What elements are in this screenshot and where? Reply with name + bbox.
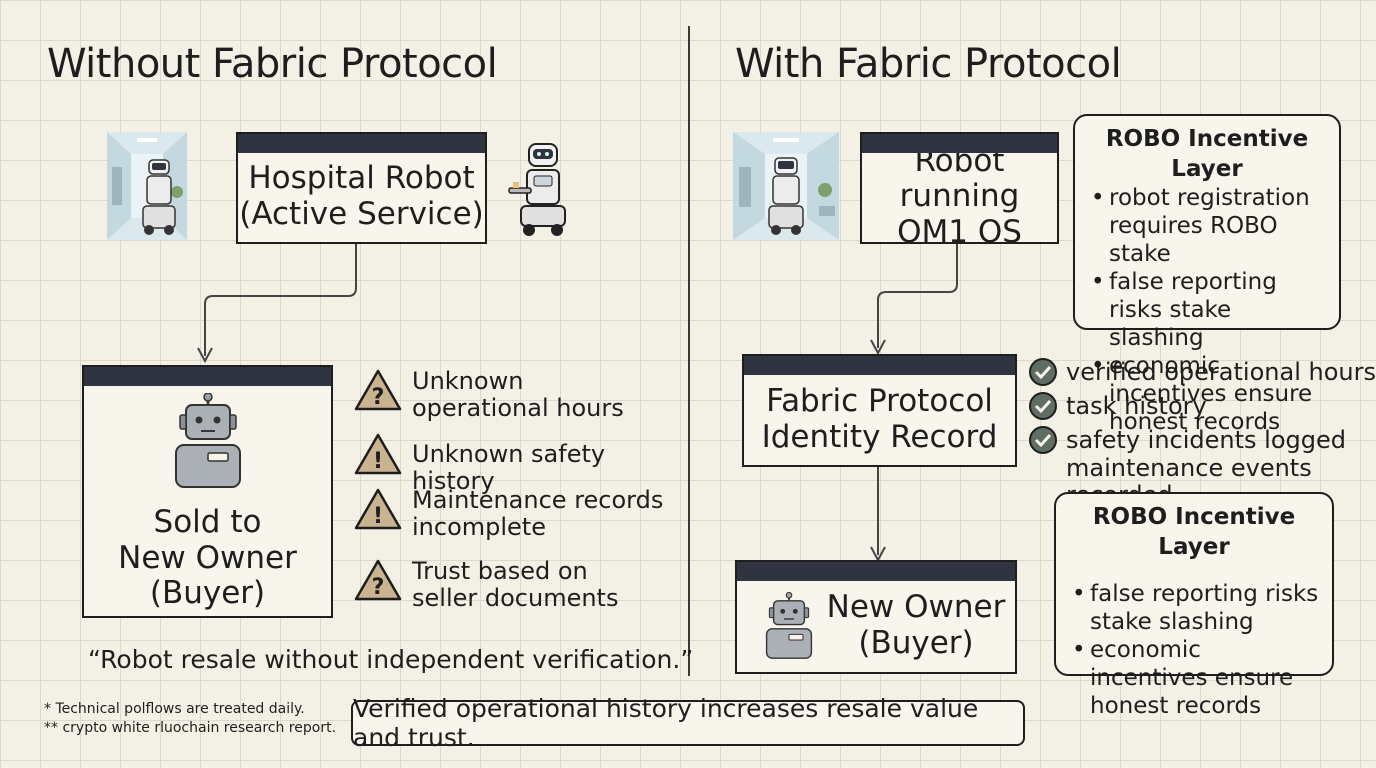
flow-arrow-right-top [870,244,958,356]
warning-item: ! Unknown safety history [354,432,672,495]
left-title: Without Fabric Protocol [47,41,498,87]
check-item: verified operational hours [1028,357,1376,387]
question-warning-icon: ? [354,369,402,411]
warning-item: ? Trust based on seller documents [354,558,652,612]
identity-record-box: Fabric Protocol Identity Record [742,354,1017,467]
check-item: safety incidents logged [1028,425,1346,455]
flow-arrow-left [197,244,357,364]
identity-label-2: Identity Record [761,418,998,455]
hospital-corridor-illustration [107,132,187,244]
incentive-title: ROBO Incentive Layer [1092,504,1296,560]
check-item: task history [1028,391,1207,421]
incentive-item: •economic incentives ensure honest recor… [1072,637,1294,719]
robo-incentive-layer-top: ROBO Incentive Layer •robot registration… [1073,114,1341,435]
svg-text:?: ? [372,385,385,410]
incentive-item: •robot registration requires ROBO stake [1091,185,1310,267]
exclamation-warning-icon: ! [354,488,402,530]
check-text: verified operational hours [1066,357,1376,386]
generic-robot-icon [174,393,241,488]
footnote-2: ** crypto white rluochain research repor… [44,720,337,736]
resale-quote: “Robot resale without independent verifi… [88,645,694,674]
new-owner-label: New Owner [118,539,297,576]
check-circle-icon [1029,392,1057,420]
incentive-item: •false reporting risks stake slashing [1091,269,1277,351]
question-warning-icon: ? [354,559,402,601]
svg-text:!: ! [373,449,383,474]
robo-incentive-layer-bottom: ROBO Incentive Layer •false reporting ri… [1054,492,1334,719]
flow-arrow-right-bottom [870,467,886,561]
warning-item: ! Maintenance records incomplete [354,487,672,541]
check-circle-icon [1029,426,1057,454]
warning-text: Trust based on seller documents [412,557,619,612]
hospital-corridor-illustration [733,132,839,244]
warning-text: Unknown operational hours [412,367,624,422]
warning-item: ? Unknown operational hours [354,368,652,422]
svg-text:!: ! [373,504,383,529]
incentive-item: •economic incentives ensure honest recor… [1091,353,1313,435]
center-divider [688,26,690,676]
new-owner-label: New Owner [826,589,1006,626]
check-circle-icon [1029,358,1057,386]
buyer-label: (Buyer) [149,575,266,612]
identity-label-1: Fabric Protocol [766,382,993,419]
hospital-robot-box: Hospital Robot (Active Service) [236,132,487,244]
footnote-1: * Technical polflows are treated daily. [44,701,305,717]
warning-text: Unknown safety history [412,440,606,495]
buyer-label: (Buyer) [858,625,974,661]
incentive-title: ROBO Incentive Layer [1105,126,1309,182]
exclamation-warning-icon: ! [354,433,402,475]
incentive-item: •false reporting risks stake slashing [1072,581,1319,635]
hospital-robot-label: Hospital Robot [248,160,475,197]
bottom-banner: Verified operational history increases r… [351,694,1025,752]
warning-text: Maintenance records incomplete [412,486,664,541]
footnotes: * Technical polflows are treated daily. … [44,700,336,738]
new-owner-box: New Owner (Buyer) [735,560,1017,674]
hospital-robot-status: (Active Service) [239,196,484,232]
robot-om1-box: Robot running OM1 OS [860,132,1059,249]
check-text: safety incidents logged [1066,425,1346,454]
check-text: task history [1066,391,1207,420]
sold-to-new-owner-box: Sold to New Owner (Buyer) [82,365,333,618]
svg-text:?: ? [372,575,385,600]
service-robot-icon [505,142,577,242]
om1-os-label: OM1 OS [897,213,1022,250]
robot-running-label: Robot running [899,142,1020,215]
new-owner-text: New Owner (Buyer) [817,590,1015,661]
right-title: With Fabric Protocol [735,41,1122,87]
sold-label: Sold to [153,504,262,540]
generic-robot-icon [765,591,813,659]
